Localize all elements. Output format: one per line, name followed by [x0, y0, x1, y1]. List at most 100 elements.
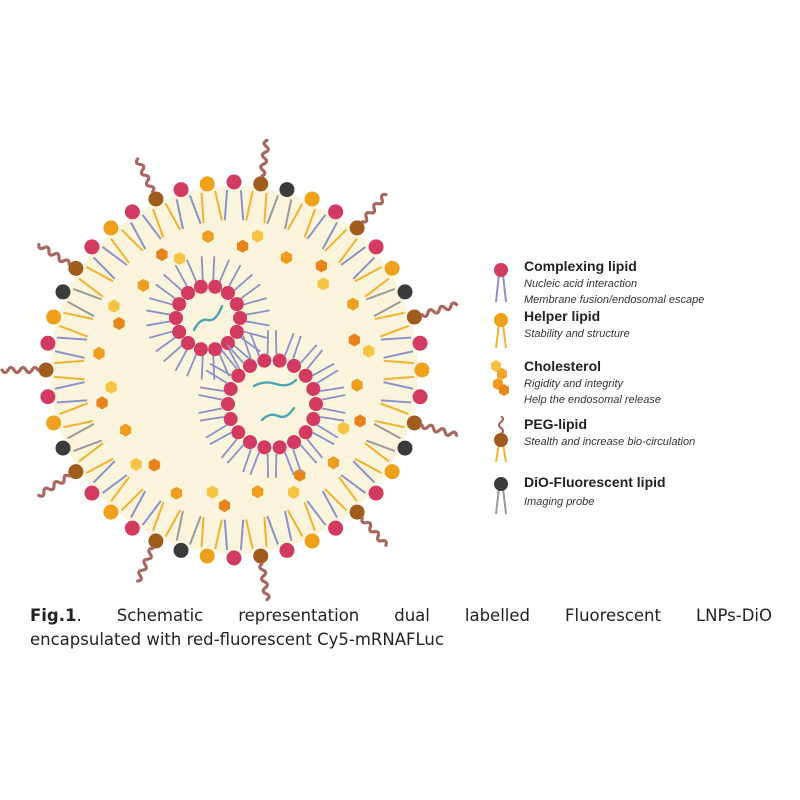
complexing-lipid-head — [193, 342, 208, 357]
lipid-tail — [130, 490, 147, 519]
peg-chain — [360, 192, 388, 224]
peg-lipid — [134, 157, 182, 238]
complexing-lipid-head — [181, 285, 196, 300]
lipid-tail — [175, 510, 184, 541]
lipid-head — [349, 504, 365, 520]
legend-item-dio: DiO-Fluorescent lipid Imaging probe — [488, 472, 788, 542]
peg-lipid — [37, 242, 114, 298]
lipid-tail — [149, 297, 173, 306]
helper-lipid — [103, 476, 144, 520]
lipid-tail — [306, 500, 327, 526]
lipid-tail — [56, 399, 88, 404]
lipid-tail — [130, 221, 147, 250]
cholesterol-ring — [354, 414, 366, 428]
mrna-strand — [192, 304, 224, 332]
complexing-lipid-head — [306, 412, 321, 427]
lipid-tail — [85, 266, 114, 283]
cholesterol-ring — [348, 333, 360, 347]
lipid-tail — [186, 353, 198, 377]
dio-lipid — [173, 510, 202, 558]
lipid-tail — [199, 416, 224, 422]
cholesterol-ring — [105, 380, 117, 394]
cholesterol-ring — [251, 229, 264, 243]
complexing-lipid-head — [309, 397, 323, 411]
lipid-tail — [263, 192, 268, 224]
cholesterol-ring — [137, 278, 149, 292]
dio-lipid-icon — [494, 477, 508, 515]
caption-text: . Schematic representation dual labelled… — [76, 606, 773, 625]
cholesterol-ring — [218, 499, 231, 513]
lipid-head — [124, 520, 140, 536]
lipid-tail — [228, 264, 242, 287]
cholesterol-ring — [337, 421, 350, 435]
dio-lipid — [55, 284, 102, 318]
lipid-tail — [383, 381, 414, 390]
complexing-lipid — [40, 335, 88, 359]
lipid-tail — [303, 208, 316, 238]
lipid-tail — [321, 407, 346, 414]
lipid-tail — [101, 246, 128, 266]
lipid-tail — [379, 402, 409, 415]
complexing-lipid — [306, 204, 344, 250]
complexing-lipid-head — [272, 440, 287, 455]
dio-lipid — [266, 182, 295, 230]
peg-chain — [420, 301, 459, 318]
lipid-head — [368, 239, 384, 255]
complexing-lipid — [124, 204, 162, 250]
complexing-lipid-head — [257, 440, 272, 455]
legend-item-cholesterol: Cholesterol Rigidity and integrity Help … — [488, 358, 788, 428]
complexing-lipid — [84, 460, 128, 501]
complexing-lipid-head — [243, 358, 257, 373]
lipid-head — [38, 362, 54, 378]
lipid-tail — [223, 190, 229, 221]
lipid-tail — [286, 509, 304, 537]
complexing-lipid — [223, 174, 245, 221]
lipid-tail — [306, 214, 327, 240]
lipid-tail — [186, 259, 198, 283]
lipid-head — [199, 176, 215, 192]
lipid-tail — [364, 442, 390, 463]
complexing-lipid-head — [272, 353, 287, 368]
cholesterol-ring — [237, 239, 249, 253]
lipid-head — [173, 542, 189, 558]
lipid-tail — [364, 277, 390, 298]
lipid-tail — [303, 502, 316, 532]
cholesterol-ring — [156, 248, 168, 262]
lipid-head — [349, 220, 365, 236]
lipid-head — [103, 220, 119, 236]
helper-lipid-icon — [494, 313, 508, 349]
lipid-tail — [324, 488, 348, 512]
lipid-head — [40, 389, 56, 405]
lipid-tail — [284, 451, 295, 476]
complexing-lipid-head — [221, 397, 235, 411]
lipid-tail — [54, 381, 85, 390]
complexing-lipid-head — [231, 368, 246, 383]
lipid-tail — [63, 420, 94, 429]
lipid-tail — [239, 190, 245, 221]
lipid-tail — [233, 273, 253, 292]
legend-desc: Stealth and increase bio-circulation — [524, 436, 696, 448]
lipid-tail — [240, 283, 261, 300]
complexing-lipid-head — [208, 279, 223, 294]
lipid-tail — [321, 221, 338, 250]
peg-lipid — [324, 192, 388, 264]
lipid-tail — [72, 439, 102, 452]
complexing-lipid-head — [231, 425, 246, 440]
peg-lipid — [0, 359, 85, 381]
peg-lipid — [37, 442, 114, 498]
legend-desc: Imaging probe — [524, 496, 595, 508]
lipid-tail — [245, 519, 254, 550]
cholesterol-ring — [315, 259, 328, 273]
helper-lipid — [383, 359, 430, 381]
mrna-micelle — [146, 256, 270, 380]
legend-item-helper: Helper lipid Stability and structure — [488, 308, 788, 378]
lipid-head — [226, 174, 242, 190]
lipid-head — [328, 520, 344, 536]
lipid-tail — [212, 256, 216, 281]
lipid-tail — [263, 516, 268, 548]
lipid-tail — [200, 192, 205, 224]
cholesterol-ring — [327, 456, 340, 470]
lipid-head — [412, 389, 428, 405]
peg-chain — [258, 562, 271, 602]
